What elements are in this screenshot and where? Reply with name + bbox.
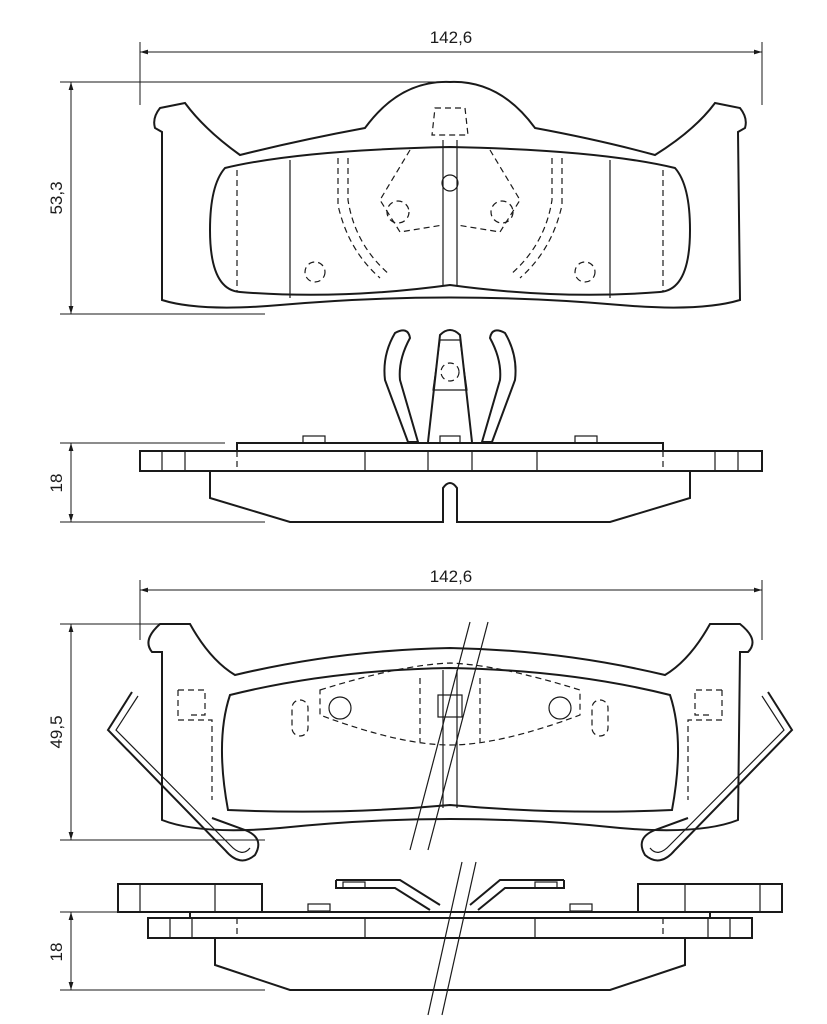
pad1-thickness-label: 18 [47,474,66,493]
pad1-side-view: 18 [47,329,763,523]
pad1-height-label: 53,3 [47,181,66,214]
pad1-front-view: 142,6 53,3 [47,28,763,315]
pad2-side-view: 18 [47,861,783,1016]
pad2-front-view: 142,6 49,5 [47,567,794,862]
pad2-width-label: 142,6 [430,567,473,586]
pad2-height-label: 49,5 [47,715,66,748]
pad1-width-label: 142,6 [430,28,473,47]
pad2-thickness-label: 18 [47,943,66,962]
